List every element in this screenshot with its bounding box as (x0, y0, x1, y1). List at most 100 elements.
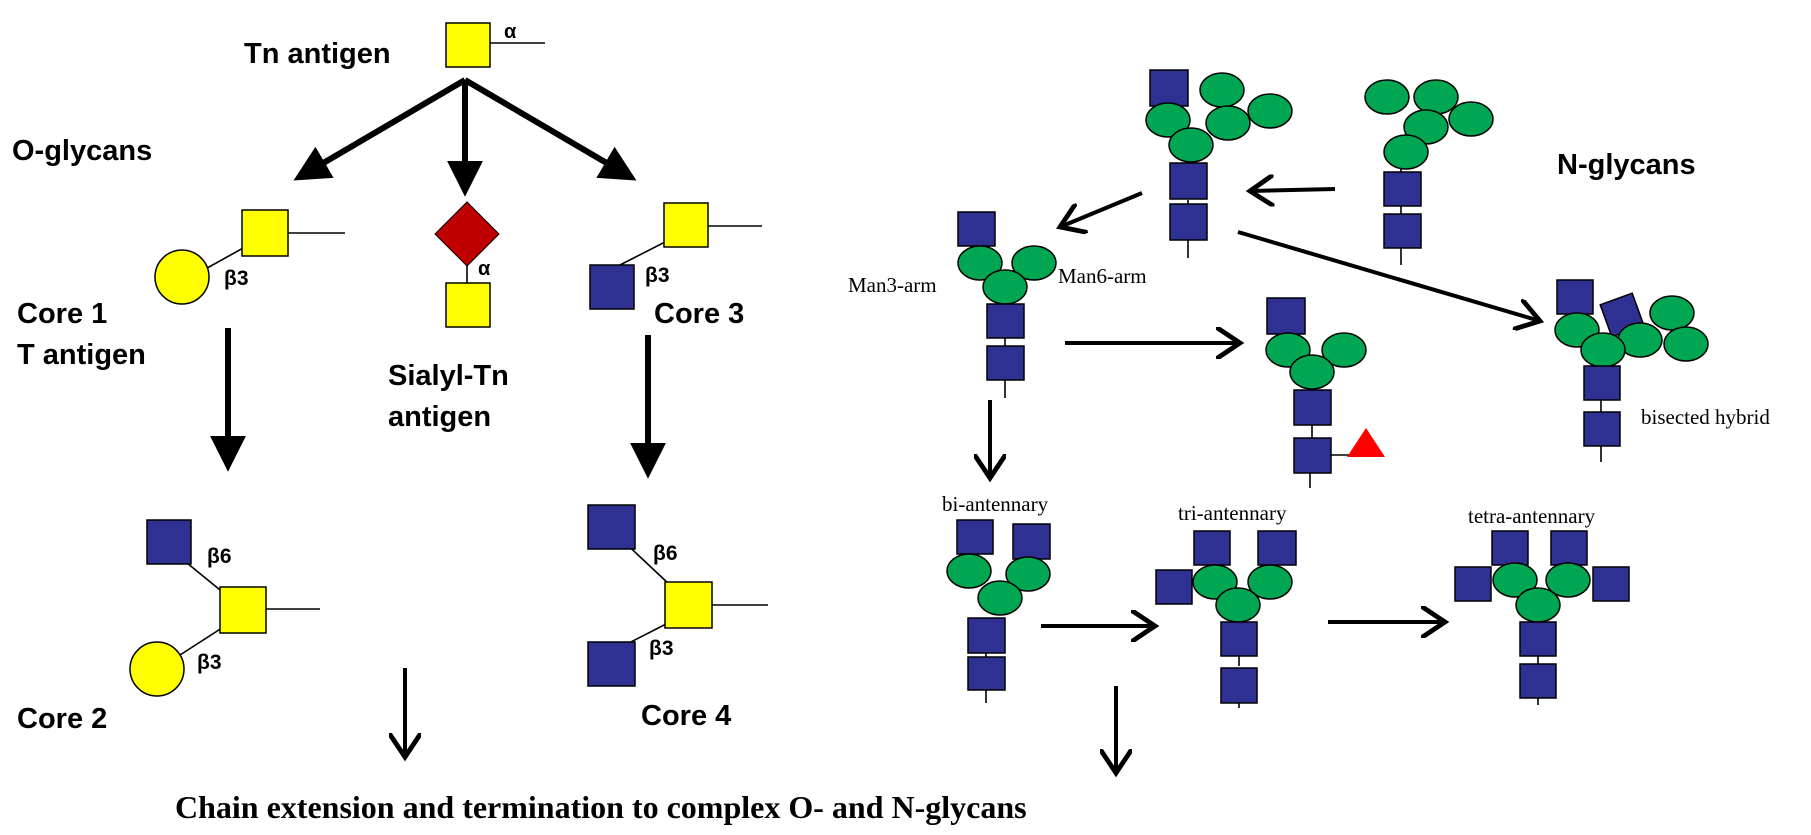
fucose-triangle (1347, 428, 1385, 457)
arrow-to-man3-arm-glycan (1060, 191, 1143, 227)
tetra-antennary-glycan (1454, 530, 1630, 705)
galnac-square (445, 22, 491, 68)
arrow-to-bisected-hybrid (1237, 230, 1540, 321)
t-antigen-label: T antigen (17, 339, 146, 371)
core4-label: Core 4 (641, 700, 731, 732)
glcnac-square (1012, 523, 1051, 560)
arrow-man5-to-precursor (1250, 189, 1336, 191)
o-glycans-title: O-glycans (12, 135, 152, 167)
core1-label: Core 1 (17, 298, 107, 330)
tn-alpha-link: α (504, 21, 517, 43)
mannose-circle (1005, 556, 1051, 592)
man3-man6-glycan (957, 211, 1057, 398)
glcnac-square (957, 211, 996, 247)
glcnac-square (1220, 667, 1258, 704)
glcnac-square (1169, 203, 1208, 241)
sialyl-tn-label: Sialyl-Tn (388, 360, 509, 392)
mannose-circle (1545, 562, 1591, 598)
tri-antennary-glycan (1155, 530, 1297, 708)
glcnac-square (1583, 365, 1621, 401)
glcnac-square (986, 345, 1025, 381)
arrow-to-core1 (293, 77, 467, 181)
glcnac-square (1155, 569, 1193, 605)
mannose-circle (946, 553, 992, 589)
mannose-circle (1649, 295, 1695, 331)
tn-antigen-glycan: α (445, 21, 545, 68)
glcnac-square (1491, 530, 1529, 566)
tetra-antennary-label: tetra-antennary (1468, 504, 1596, 528)
sialyl-tn-antigen-label: antigen (388, 401, 491, 433)
mannose-circle (982, 269, 1028, 305)
n-glycans-title: N-glycans (1557, 149, 1696, 181)
arrow-to-core3 (463, 77, 637, 181)
mannose-circle (1011, 245, 1057, 281)
glcnac-square (1266, 297, 1306, 335)
mannose-circle (1289, 354, 1335, 390)
core1-beta3-link: β3 (224, 267, 249, 290)
galnac-square (663, 202, 709, 248)
core1-glycan: β3 (154, 209, 345, 305)
mannose-circle (1145, 102, 1191, 138)
bisected-hybrid-glycan (1554, 279, 1709, 462)
core4-beta3-link: β3 (649, 637, 674, 660)
sialyl-tn-glycan: α (434, 201, 500, 328)
glcnac-square (1383, 213, 1422, 249)
glcnac-square (1193, 530, 1231, 566)
galnac-square (241, 209, 289, 257)
mannose-circle (1247, 93, 1293, 129)
mannose-circle (977, 580, 1023, 616)
core2-label: Core 2 (17, 703, 107, 735)
glcnac-square (587, 641, 636, 687)
glcnac-square (1550, 530, 1588, 566)
core-fucosylated-glycan (1265, 297, 1385, 488)
core2-beta3-link: β3 (197, 651, 222, 674)
bi-antennary-glycan (946, 519, 1051, 703)
sialyl-alpha-link: α (478, 258, 491, 280)
mannose-circle (1383, 134, 1429, 170)
glcnac-square (1293, 437, 1332, 474)
mannose-circle (1364, 79, 1410, 115)
core4-glycan: β6 β3 (587, 504, 768, 687)
glcnac-square (967, 617, 1006, 654)
tn-antigen-label: Tn antigen (244, 38, 391, 70)
sialic-acid-diamond (434, 201, 500, 267)
mannose-circle (1168, 127, 1214, 163)
glcnac-square (1257, 530, 1297, 566)
core2-beta6-link: β6 (207, 545, 232, 568)
glcnac-square (1519, 663, 1557, 699)
galnac-square (219, 586, 267, 634)
glcnac-square (1519, 621, 1557, 657)
bisected-hybrid-label: bisected hybrid (1641, 405, 1770, 429)
mannose-circle (1515, 587, 1561, 623)
mannose-circle (1663, 326, 1709, 362)
core2-glycan: β6 β3 (129, 519, 320, 697)
mannose-circle (1413, 79, 1459, 115)
mannose-circle (1492, 562, 1538, 598)
glcnac-square (967, 656, 1006, 691)
mannose-circle (1215, 587, 1261, 623)
glcnac-square (1583, 411, 1621, 447)
core3-label: Core 3 (654, 298, 744, 330)
mannose-circle (1199, 72, 1245, 108)
tri-antennary-label: tri-antennary (1178, 501, 1287, 525)
bi-antennary-label: bi-antennary (942, 492, 1049, 516)
hybrid-precursor-glycan (1145, 69, 1293, 258)
man5-glycan (1364, 79, 1494, 265)
man6-arm-label: Man6-arm (1058, 264, 1147, 288)
tn-branch-arrows (293, 77, 637, 197)
glcnac-square (1293, 389, 1332, 426)
man3-arm-label: Man3-arm (848, 273, 937, 297)
mannose-circle (1580, 332, 1626, 368)
glcnac-square (1149, 69, 1189, 107)
core4-beta6-link: β6 (653, 542, 678, 565)
glcnac-square (1383, 171, 1422, 207)
glcnac-square (986, 303, 1025, 339)
galactose-circle (129, 641, 185, 697)
glcnac-square (146, 519, 192, 565)
glcnac-square (1169, 162, 1208, 200)
glcnac-square (1556, 279, 1594, 315)
mannose-circle (1448, 101, 1494, 137)
core3-glycan: β3 (589, 202, 762, 310)
glcnac-square (589, 264, 635, 310)
